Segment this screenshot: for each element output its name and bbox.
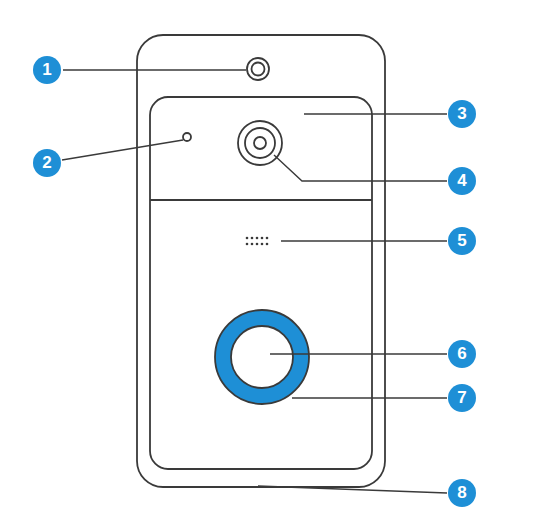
front-panel	[150, 97, 372, 469]
callout-number: 8	[448, 479, 476, 507]
callout-number: 3	[448, 100, 476, 128]
sensor-inner	[252, 63, 265, 76]
housing	[137, 35, 385, 487]
callout-number: 1	[33, 56, 61, 84]
leader-lines	[62, 70, 447, 493]
button-ring	[215, 310, 309, 404]
camera-lens	[245, 128, 275, 158]
button	[231, 326, 293, 388]
speaker	[246, 237, 269, 246]
camera-ring	[238, 121, 282, 165]
panel-split	[150, 199, 372, 201]
sensor	[247, 58, 269, 80]
callout-number: 6	[448, 340, 476, 368]
camera-core	[254, 137, 266, 149]
callout-number: 5	[448, 227, 476, 255]
callout-number: 2	[33, 149, 61, 177]
callout-number: 4	[448, 167, 476, 195]
light-dot	[183, 133, 191, 141]
callout-number: 7	[448, 384, 476, 412]
